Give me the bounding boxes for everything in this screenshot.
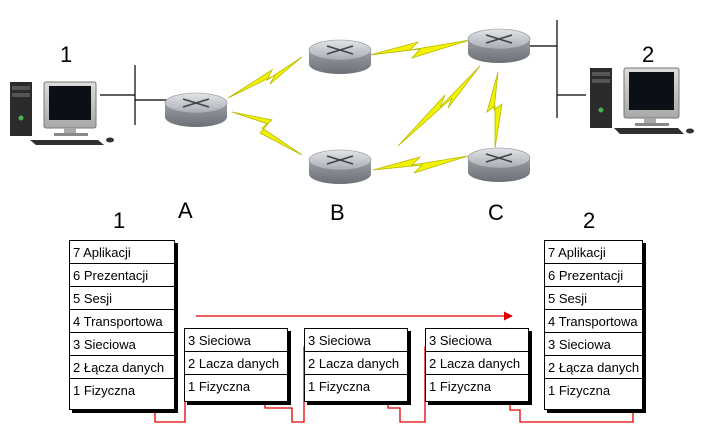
router-stack-b: 3 Sieciowa 2 Lacza danych 1 Fizyczna	[304, 328, 408, 402]
layer-1-label: 1 Fizyczna	[429, 379, 492, 394]
computer-left-icon	[10, 81, 114, 145]
computer-right-icon	[590, 67, 694, 134]
layer-6-label: 6 Prezentacji	[545, 264, 642, 287]
layer-1-label: 1 Fizyczna	[188, 379, 251, 394]
router-b2-icon	[308, 149, 372, 184]
router-label-b: B	[330, 200, 345, 225]
layer-2-label: 2 Łącza danych	[545, 356, 642, 379]
layer-2-label: 2 Lacza danych	[185, 352, 287, 375]
host-label-left: 1	[60, 42, 73, 67]
layer-4-label: 4 Transportowa	[70, 310, 174, 333]
serial-link-c-c2	[486, 71, 503, 149]
router-c2-icon	[467, 147, 531, 182]
layer-5-label: 5 Sesji	[70, 287, 174, 310]
host-label-right: 2	[642, 42, 655, 67]
router-label-a: A	[178, 198, 193, 223]
layer-3-label: 3 Sieciowa	[545, 333, 642, 356]
layer-2-label: 2 Lacza danych	[426, 352, 528, 375]
layer-6-label: 6 Prezentacji	[70, 264, 174, 287]
layer-7-label: 7 Aplikacji	[545, 241, 642, 264]
layer-1-label: 1 Fizyczna	[308, 379, 371, 394]
router-stack-c: 3 Sieciowa 2 Lacza danych 1 Fizyczna	[425, 328, 529, 402]
layer-7-label: 7 Aplikacji	[70, 241, 174, 264]
layer-3-label: 3 Sieciowa	[426, 329, 528, 352]
serial-link-b-c	[369, 39, 471, 59]
layer-3-label: 3 Sieciowa	[185, 329, 287, 352]
router-stack-a: 3 Sieciowa 2 Lacza danych 1 Fizyczna	[184, 328, 288, 402]
serial-link-b2-c2	[372, 155, 469, 174]
router-a-icon	[164, 92, 228, 127]
osi-stack-left: 7 Aplikacji 6 Prezentacji 5 Sesji 4 Tran…	[69, 240, 175, 410]
layer-2-label: 2 Lacza danych	[305, 352, 407, 375]
router-b-icon	[308, 39, 372, 74]
layer-3-label: 3 Sieciowa	[70, 333, 174, 356]
router-label-c: C	[488, 200, 504, 225]
layer-4-label: 4 Transportowa	[545, 310, 642, 333]
serial-link-b2-c	[397, 65, 481, 147]
layer-5-label: 5 Sesji	[545, 287, 642, 310]
serial-link-a-b	[227, 56, 303, 99]
layer-3-label: 3 Sieciowa	[305, 329, 407, 352]
layer-1-label: 1 Fizyczna	[73, 383, 136, 398]
layer-1-label: 1 Fizyczna	[548, 383, 611, 398]
stack-label-right: 2	[583, 208, 596, 233]
osi-stack-right: 7 Aplikacji 6 Prezentacji 5 Sesji 4 Tran…	[544, 240, 643, 410]
router-c-icon	[467, 28, 531, 63]
stack-label-left: 1	[113, 208, 126, 233]
layer-2-label: 2 Łącza danych	[70, 356, 174, 379]
serial-link-a-b2	[231, 111, 303, 156]
